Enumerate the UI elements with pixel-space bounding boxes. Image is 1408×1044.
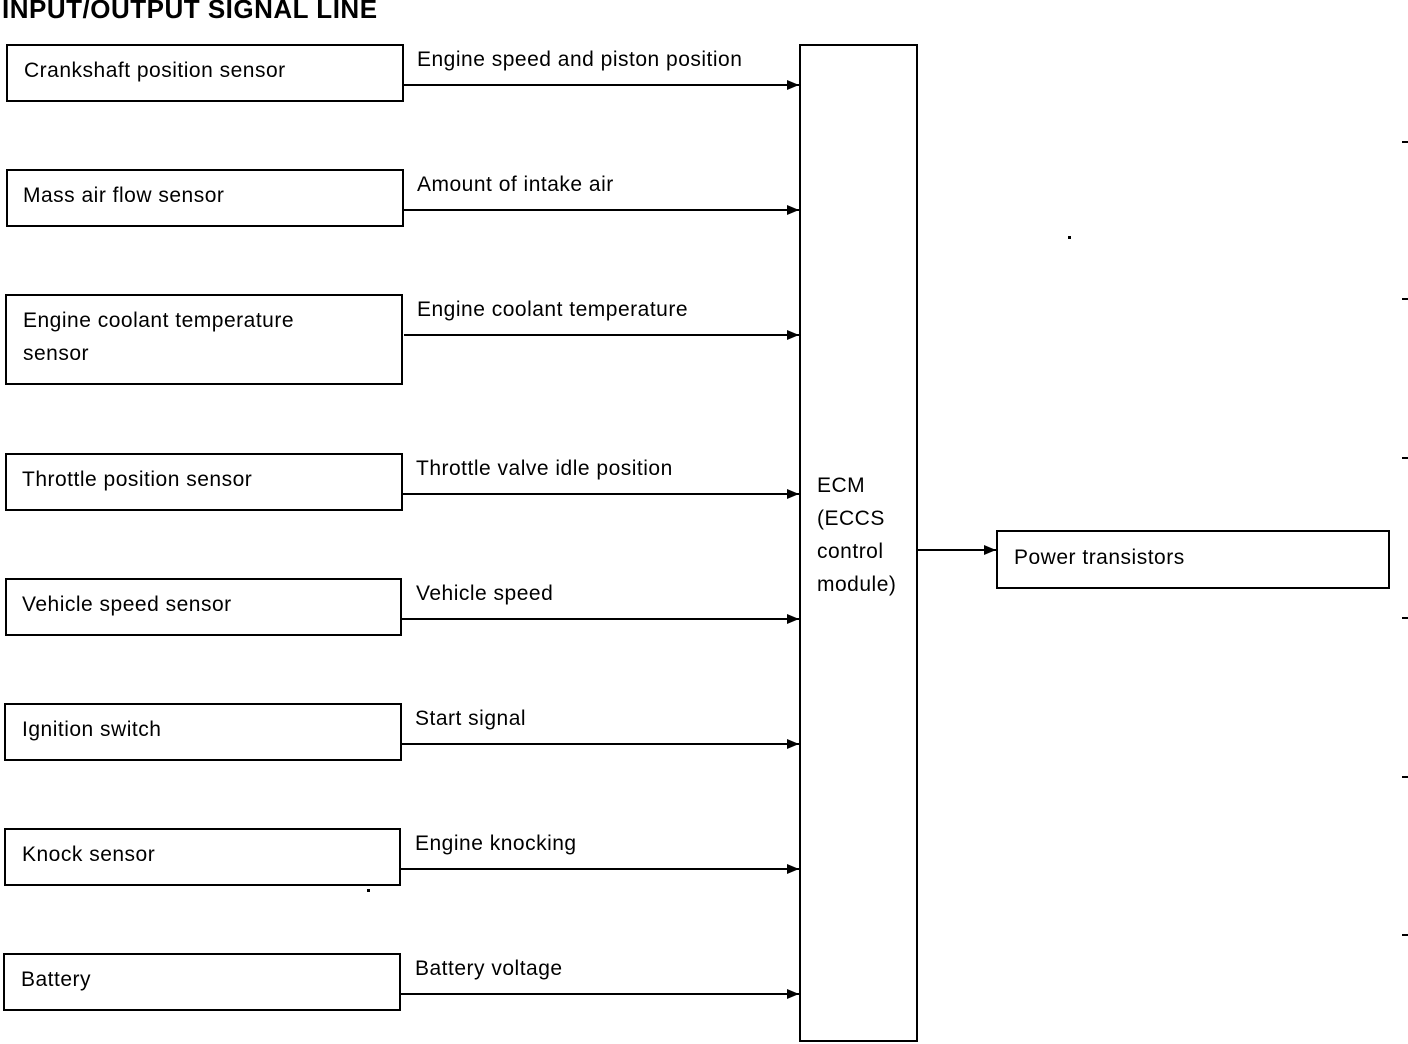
sensor-label-ignition: Ignition switch xyxy=(22,718,162,741)
ecm-box xyxy=(799,44,918,1042)
sensor-label-knock: Knock sensor xyxy=(22,843,156,866)
margin-tick xyxy=(1402,298,1408,300)
sensor-box-knock xyxy=(4,828,401,886)
sensor-box-coolant-temp xyxy=(5,294,403,385)
ecm-label-line3: control xyxy=(817,540,884,563)
ecm-label-line2: (ECCS xyxy=(817,507,885,530)
sensor-box-battery xyxy=(3,953,401,1011)
margin-tick xyxy=(1402,617,1408,619)
signal-label-start: Start signal xyxy=(415,707,527,730)
scan-speck xyxy=(1068,236,1071,239)
signal-label-throttle-idle: Throttle valve idle position xyxy=(416,457,673,480)
signal-label-coolant-temp: Engine coolant temperature xyxy=(417,298,688,321)
sensor-label-coolant-temp-line1: Engine coolant temperature xyxy=(23,309,294,332)
sensor-box-vehicle-speed xyxy=(5,578,402,636)
sensor-label-coolant-temp-line2: sensor xyxy=(23,342,90,365)
diagram-title: INPUT/OUTPUT SIGNAL LINE xyxy=(2,0,378,24)
margin-tick xyxy=(1402,141,1408,143)
sensor-box-crankshaft xyxy=(6,44,404,102)
signal-label-vehicle-speed: Vehicle speed xyxy=(416,582,554,605)
margin-tick xyxy=(1402,776,1408,778)
sensor-box-mass-air-flow xyxy=(6,169,404,227)
sensor-label-mass-air-flow: Mass air flow sensor xyxy=(23,184,225,207)
ecm-label-line4: module) xyxy=(817,573,897,596)
output-box-power-transistors xyxy=(996,530,1390,589)
signal-label-knocking: Engine knocking xyxy=(415,832,577,855)
signal-label-engine-speed: Engine speed and piston position xyxy=(417,48,743,71)
signal-label-intake-air: Amount of intake air xyxy=(417,173,614,196)
sensor-box-throttle xyxy=(5,453,403,511)
signal-label-battery-voltage: Battery voltage xyxy=(415,957,563,980)
margin-tick xyxy=(1402,934,1408,936)
sensor-label-vehicle-speed: Vehicle speed sensor xyxy=(22,593,232,616)
margin-tick xyxy=(1402,457,1408,459)
sensor-label-throttle: Throttle position sensor xyxy=(22,468,253,491)
sensor-label-battery: Battery xyxy=(21,968,92,991)
sensor-box-ignition xyxy=(4,703,402,761)
scan-speck xyxy=(367,889,370,892)
ecm-label-line1: ECM xyxy=(817,474,866,497)
sensor-label-crankshaft: Crankshaft position sensor xyxy=(24,59,286,82)
output-label-power-transistors: Power transistors xyxy=(1014,546,1185,569)
